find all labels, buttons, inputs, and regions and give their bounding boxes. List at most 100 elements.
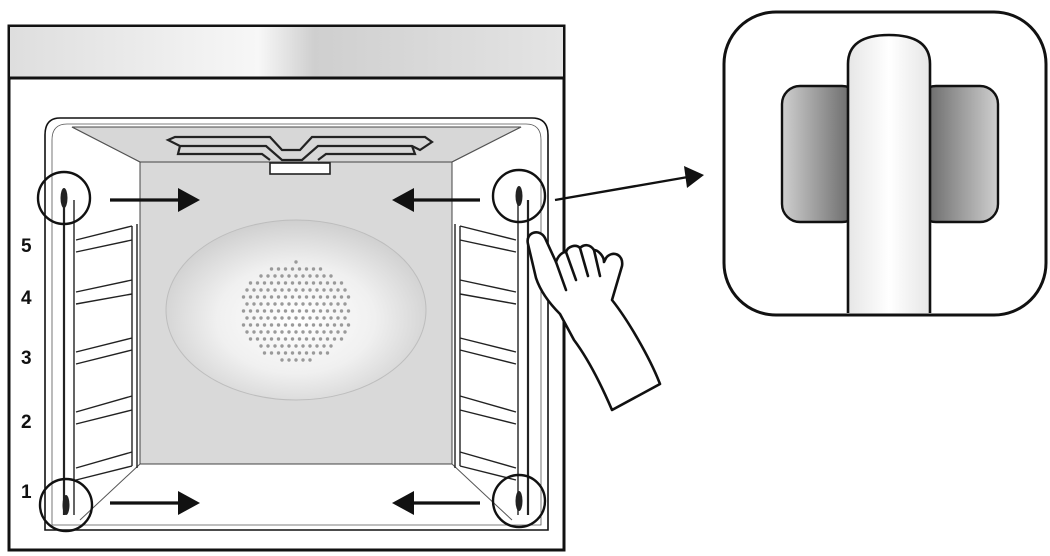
fan-hole xyxy=(332,337,337,341)
fan-hole xyxy=(304,267,309,271)
fan-hole xyxy=(297,351,302,355)
fan-hole xyxy=(266,288,270,292)
fan-hole xyxy=(276,281,281,285)
fan-hole xyxy=(290,295,295,299)
fan-hole xyxy=(322,302,326,306)
fan-hole xyxy=(339,309,344,313)
fan-hole xyxy=(287,288,291,292)
fan-hole xyxy=(276,295,281,299)
fan-hole xyxy=(301,302,305,306)
fan-hole xyxy=(269,337,274,341)
fan-hole xyxy=(283,323,288,327)
fan-hole xyxy=(283,281,288,285)
fan-hole xyxy=(280,316,284,320)
fan-hole xyxy=(339,337,344,341)
fan-hole xyxy=(311,295,316,299)
fan-hole xyxy=(283,337,288,341)
fan-hole xyxy=(287,274,291,278)
fan-hole xyxy=(315,344,319,348)
fan-hole xyxy=(336,330,340,334)
fan-hole xyxy=(241,323,246,327)
fan-hole xyxy=(301,288,305,292)
fan-hole xyxy=(346,295,351,299)
fan-hole xyxy=(283,351,288,355)
fan-hole xyxy=(259,316,263,320)
corner-clip-bottom-left xyxy=(38,477,94,533)
fan-hole xyxy=(301,316,305,320)
fan-hole xyxy=(297,281,302,285)
fan-hole xyxy=(318,295,323,299)
fan-hole xyxy=(290,351,295,355)
fan-hole xyxy=(315,330,319,334)
fan-hole xyxy=(297,309,302,313)
fan-hole xyxy=(273,344,277,348)
fan-hole xyxy=(259,344,263,348)
shelf-level-2: 2 xyxy=(21,412,32,433)
fan-hole xyxy=(332,323,337,327)
fan-hole xyxy=(329,288,333,292)
fan-hole xyxy=(269,323,274,327)
fan-hole xyxy=(339,281,344,285)
fan-hole xyxy=(255,281,260,285)
fan-hole xyxy=(329,316,333,320)
fan-hole xyxy=(315,288,319,292)
fan-hole xyxy=(315,274,319,278)
fan-hole xyxy=(255,323,260,327)
arrow-bottom-left xyxy=(110,491,200,515)
fan-hole xyxy=(332,281,337,285)
fan-hole xyxy=(290,323,295,327)
fan-hole xyxy=(346,323,351,327)
fan-hole xyxy=(329,344,333,348)
fan-hole xyxy=(273,316,277,320)
fan-hole xyxy=(280,330,284,334)
shelf-level-labels: 5 4 3 2 1 xyxy=(21,236,32,503)
fan-hole xyxy=(273,274,277,278)
fan-hole xyxy=(273,302,277,306)
fan-hole xyxy=(248,281,253,285)
fan-hole xyxy=(322,344,326,348)
fan-hole xyxy=(241,295,246,299)
fan-hole xyxy=(325,281,330,285)
fan-hole xyxy=(311,309,316,313)
left-shelf-runners xyxy=(62,200,138,515)
fan-hole xyxy=(301,274,305,278)
fan-hole xyxy=(262,323,267,327)
fan-hole xyxy=(301,358,305,362)
fan-hole xyxy=(315,302,319,306)
fan-hole xyxy=(245,330,249,334)
shelf-level-4: 4 xyxy=(21,288,32,309)
fan-hole xyxy=(343,316,347,320)
fan-hole xyxy=(304,323,309,327)
fan-hole xyxy=(248,337,253,341)
fan-hole xyxy=(248,309,253,313)
fan-hole xyxy=(304,309,309,313)
fan-hole xyxy=(318,281,323,285)
fan-hole xyxy=(280,274,284,278)
fan-hole xyxy=(262,309,267,313)
fan-hole xyxy=(297,295,302,299)
fan-hole xyxy=(266,302,270,306)
fan-hole xyxy=(262,351,267,355)
fan-hole xyxy=(301,344,305,348)
fan-hole xyxy=(241,309,246,313)
fan-hole xyxy=(308,330,312,334)
fan-cover xyxy=(165,219,427,401)
fan-hole xyxy=(273,330,277,334)
fan-hole xyxy=(287,358,291,362)
fan-hole xyxy=(269,281,274,285)
fan-hole xyxy=(336,302,340,306)
shelf-level-5: 5 xyxy=(21,236,32,257)
fan-hole xyxy=(343,288,347,292)
fan-hole xyxy=(304,295,309,299)
fan-hole xyxy=(259,302,263,306)
arrow-top-left xyxy=(110,188,200,212)
fan-holes xyxy=(241,260,351,362)
fan-hole xyxy=(343,330,347,334)
fan-hole xyxy=(276,351,281,355)
fan-hole xyxy=(248,295,253,299)
fan-hole xyxy=(255,295,260,299)
fan-hole xyxy=(294,358,298,362)
fan-hole xyxy=(252,316,256,320)
fan-hole xyxy=(329,274,333,278)
clip-strap xyxy=(846,33,932,313)
